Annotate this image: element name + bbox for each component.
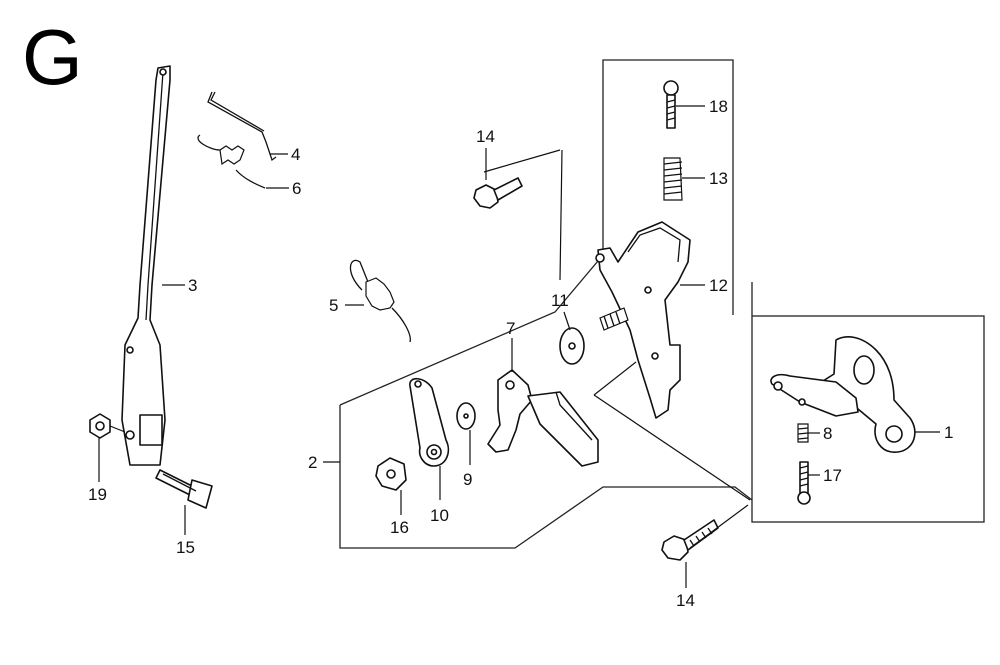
nut-part-16: [375, 457, 407, 491]
spring-part-6: [197, 134, 266, 189]
callout-18: 18: [709, 97, 728, 116]
control-bracket-part-12: [595, 221, 691, 419]
governor-rod-part-4: [207, 91, 277, 162]
callout-14-lower: 14: [676, 591, 695, 610]
washer-part-11: [559, 327, 585, 365]
section-letter: G: [22, 13, 83, 101]
assembly-2-frame-top: [339, 59, 734, 406]
guide-line: [559, 149, 563, 281]
callout-2: 2: [308, 453, 317, 472]
guide-line: [689, 504, 749, 549]
callout-11: 11: [551, 291, 569, 310]
callout-15: 15: [176, 538, 195, 557]
screw-part-18: [663, 80, 679, 129]
callout-13: 13: [709, 169, 728, 188]
callout-10: 10: [430, 506, 449, 525]
callout-6: 6: [292, 179, 301, 198]
spring-part-13: [663, 157, 683, 201]
callout-1: 1: [944, 423, 953, 442]
callout-9: 9: [463, 470, 472, 489]
callout-3: 3: [188, 276, 197, 295]
callout-16: 16: [390, 518, 409, 537]
callout-4: 4: [291, 145, 300, 164]
callout-5: 5: [329, 296, 338, 315]
guide-line: [593, 361, 637, 396]
callout-17: 17: [823, 466, 842, 485]
choke-assembly-part-1: [770, 336, 916, 453]
assembly-1-frame: [751, 315, 985, 523]
arm-part-10: [409, 377, 450, 467]
guide-line: [593, 394, 751, 501]
callout-12: 12: [709, 276, 728, 295]
leader-11: [563, 311, 571, 331]
callout-8: 8: [823, 424, 832, 443]
assembly-2-frame: [339, 405, 753, 549]
spring-part-5: [349, 259, 411, 343]
lever-part-7: [487, 369, 599, 467]
washer-part-9: [456, 402, 476, 430]
nut-part-19: [89, 413, 126, 439]
bolt-part-15: [155, 469, 213, 509]
guide-line: [483, 149, 561, 173]
stud: [599, 307, 629, 331]
callout-7: 7: [506, 319, 515, 338]
bolt-part-14-lower: [661, 519, 719, 561]
callout-14-upper: 14: [476, 127, 495, 146]
bolt-part-14-upper: [473, 177, 523, 209]
throttle-lever-part-3: [121, 65, 171, 466]
spring-part-8: [797, 423, 809, 443]
screw-part-17: [797, 461, 811, 505]
callout-19: 19: [88, 485, 107, 504]
